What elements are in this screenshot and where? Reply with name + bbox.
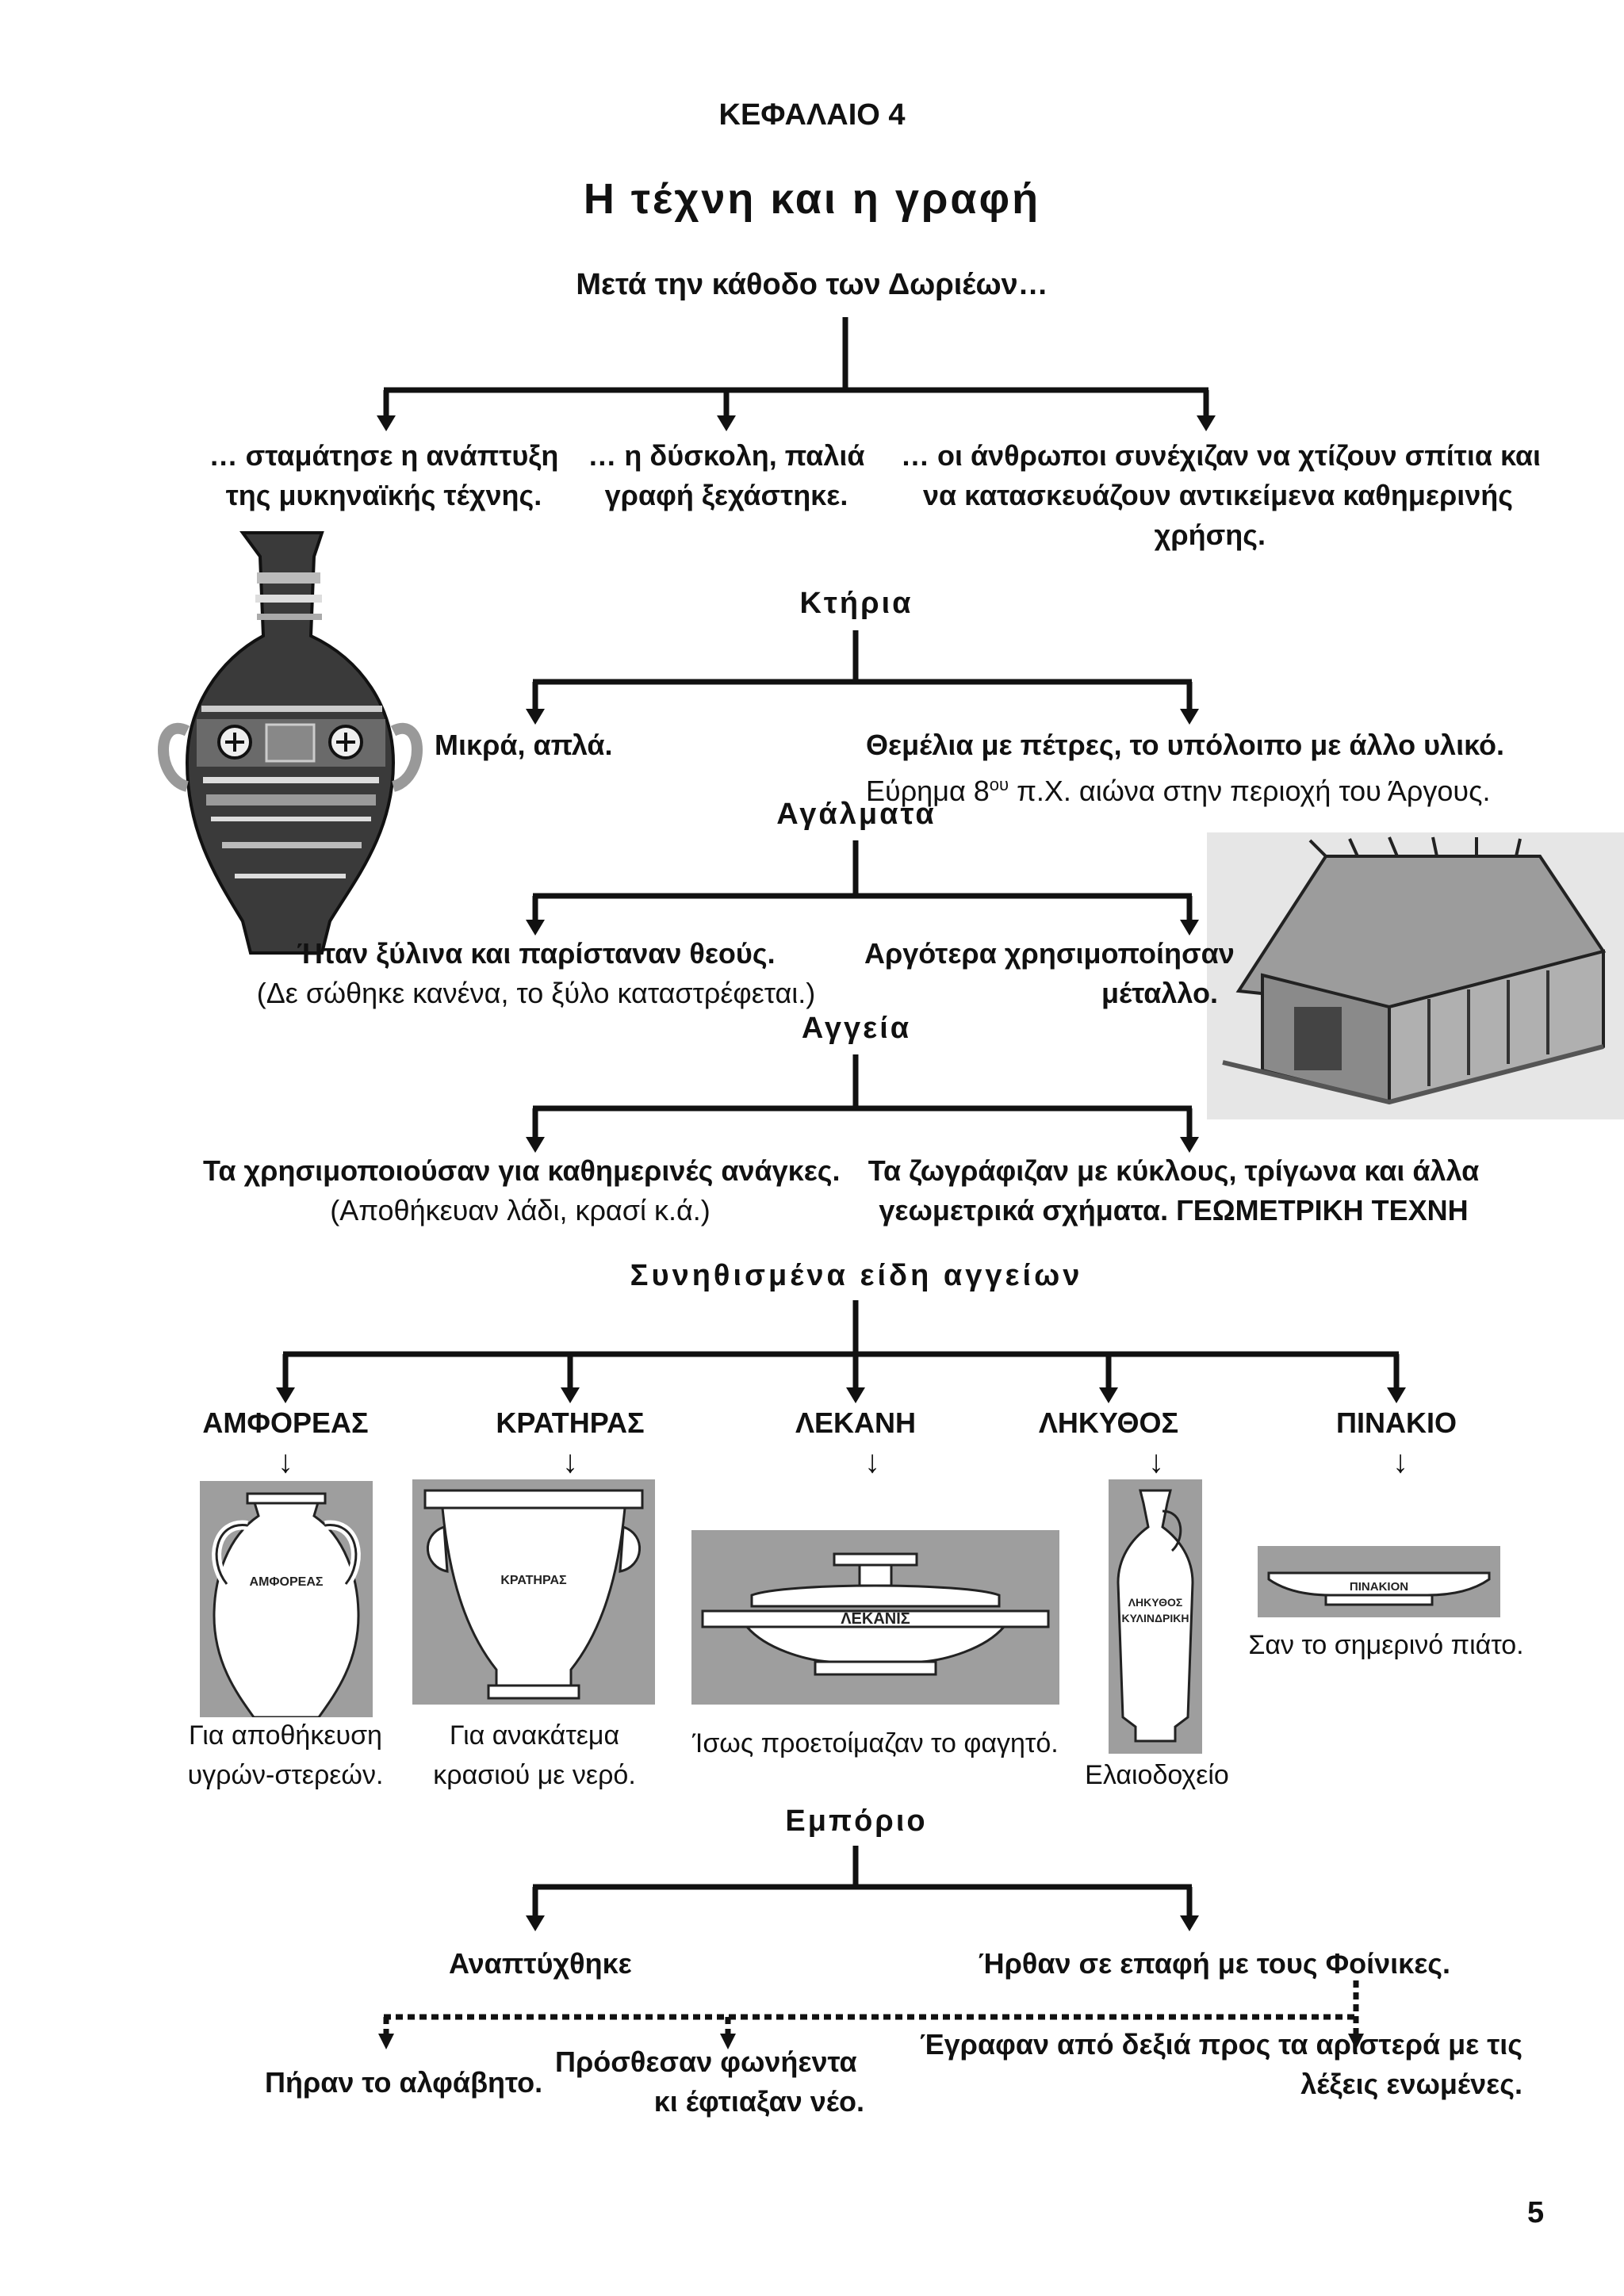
trade-right-text: Ήρθαν σε επαφή με τους Φοίνικες. [979,1947,1451,1980]
vessels-right-text: Τα ζωγράφιζαν με κύκλους, τρίγωνα και άλ… [868,1154,1480,1226]
down-arrow-icon: ↓ [864,1445,880,1479]
vessel-name-lekythos: ΛΗΚΥΘΟΣ [1038,1406,1179,1439]
vessel-name-pinakio: ΠΙΝΑΚΙΟ [1336,1406,1457,1439]
geometric-amphora-image [158,531,423,955]
lekythos-illustration: ΛΗΚΥΘΟΣ ΚΥΛΙΝΔΡΙΚΗ [1109,1479,1202,1754]
trade-left-text: Αναπτύχθηκε [449,1947,632,1980]
page-title: Η τέχνη και η γραφή [583,175,1041,223]
amphora-illustration-label: ΑΜΦΟΡΕΑΣ [250,1575,324,1589]
down-arrow-icon: ↓ [1392,1445,1408,1479]
heading-trade: Εμπόριο [785,1804,928,1838]
geometric-house-image [1207,832,1624,1119]
pinakion-illustration: ΠΙΝΑΚΙΟΝ [1258,1546,1500,1617]
buildings-right-text: Θεμέλια με πέτρες, το υπόλοιπο με άλλο υ… [866,729,1504,807]
heading-vessel-types: Συνηθισμένα είδη αγγείων [630,1259,1083,1292]
vessel-name-krater: ΚΡΑΤΗΡΑΣ [496,1406,645,1439]
lekythos-caption: Ελαιοδοχείο [1085,1760,1229,1790]
trade-sub-vowels: Πρόσθεσαν φωνήεντα κι έφτιαξαν νέο. [555,2045,864,2118]
lekythos-illustration-label-2: ΚΥΛΙΝΔΡΙΚΗ [1121,1612,1189,1624]
lekythos-illustration-label: ΛΗΚΥΘΟΣ [1128,1596,1183,1609]
krater-illustration-label: ΚΡΑΤΗΡΑΣ [500,1574,567,1587]
vessels-left-text: Τα χρησιμοποιούσαν για καθημερινές ανάγκ… [203,1154,841,1226]
heading-statues: Αγάλματα [776,798,936,831]
amphora-illustration: ΑΜΦΟΡΕΑΣ [200,1481,373,1717]
pinakio-caption: Σαν το σημερινό πιάτο. [1248,1630,1524,1660]
chapter-label: ΚΕΦΑΛΑΙΟ 4 [718,98,906,132]
pinakion-illustration-label: ΠΙΝΑΚΙΟΝ [1350,1580,1408,1594]
statues-left-text: Ήταν ξύλινα και παρίσταναν θεούς. (Δε σώ… [256,937,816,1009]
intro-text: Μετά την κάθοδο των Δωριέων… [576,268,1048,301]
branch-right: … οι άνθρωποι συνέχιζαν να χτίζουν σπίτι… [901,439,1541,551]
trade-sub-direction: Έγραφαν από δεξιά προς τα αριστερά με τι… [919,2028,1522,2100]
down-arrow-icon: ↓ [1148,1445,1164,1479]
trade-sub-alphabet: Πήραν το αλφάβητο. [265,2066,543,2099]
lekanis-illustration-label: ΛΕΚΑΝΙΣ [841,1610,910,1628]
buildings-left-text: Μικρά, απλά. [435,729,613,761]
lekanis-illustration: ΛΕΚΑΝΙΣ [691,1530,1059,1705]
heading-buildings: Κτήρια [799,587,914,620]
down-arrow-icon: ↓ [278,1445,293,1479]
statues-right-text: Αργότερα χρησιμοποίησαν μέταλλο. [864,937,1235,1009]
vessel-name-amphora: ΑΜΦΟΡΕΑΣ [202,1406,369,1439]
page-number: 5 [1527,2196,1545,2229]
krater-illustration: ΚΡΑΤΗΡΑΣ [412,1479,655,1705]
heading-vessels: Αγγεία [801,1012,912,1045]
lekane-caption: Ίσως προετοίμαζαν το φαγητό. [692,1728,1059,1758]
down-arrow-icon: ↓ [562,1445,578,1479]
vessel-name-lekane: ΛΕΚΑΝΗ [795,1406,916,1439]
